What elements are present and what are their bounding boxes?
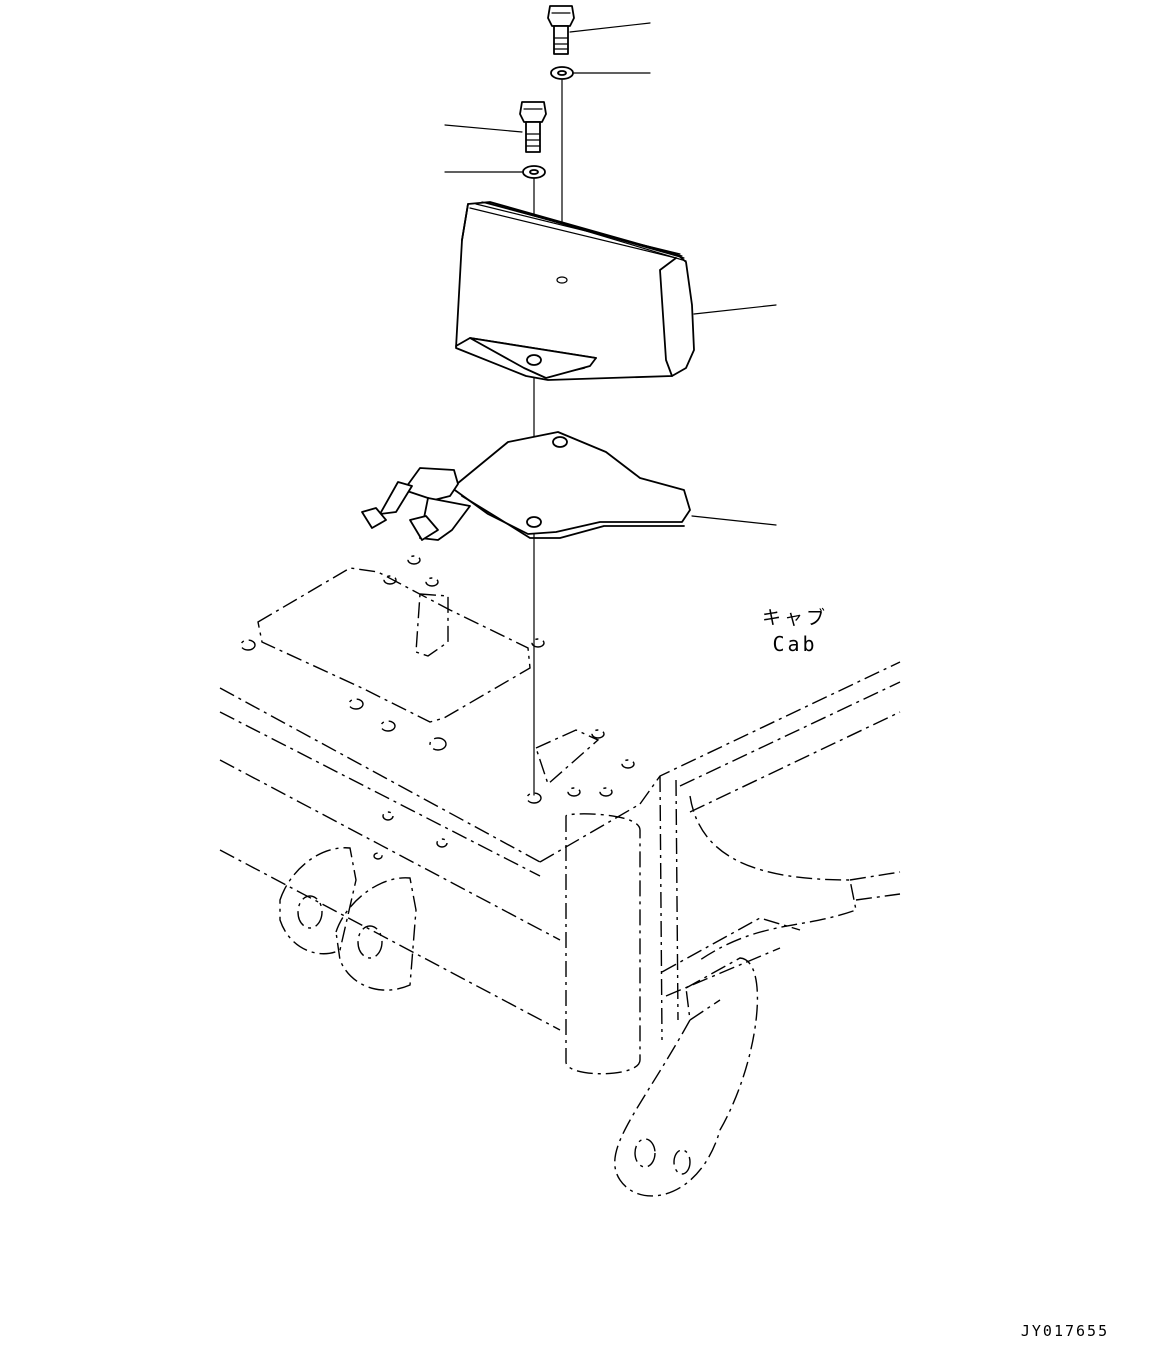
leader-line-plate (691, 515, 777, 526)
leader-line-bolt-lower (444, 124, 523, 133)
upper-washer (550, 66, 574, 80)
frame-structure (219, 555, 901, 1197)
plate-assembly (361, 431, 691, 541)
cab-label-english: Cab (772, 632, 818, 656)
leader-line-cover (693, 304, 777, 315)
leader-line-bolt-upper (569, 22, 651, 33)
cover-assembly (455, 201, 695, 381)
lower-washer (522, 165, 546, 179)
drawing-code: JY017655 (1020, 1322, 1110, 1340)
lower-bolt (519, 101, 547, 153)
cab-label-japanese: キャブ (761, 607, 828, 629)
upper-bolt (547, 5, 575, 55)
leader-lines (444, 22, 777, 526)
